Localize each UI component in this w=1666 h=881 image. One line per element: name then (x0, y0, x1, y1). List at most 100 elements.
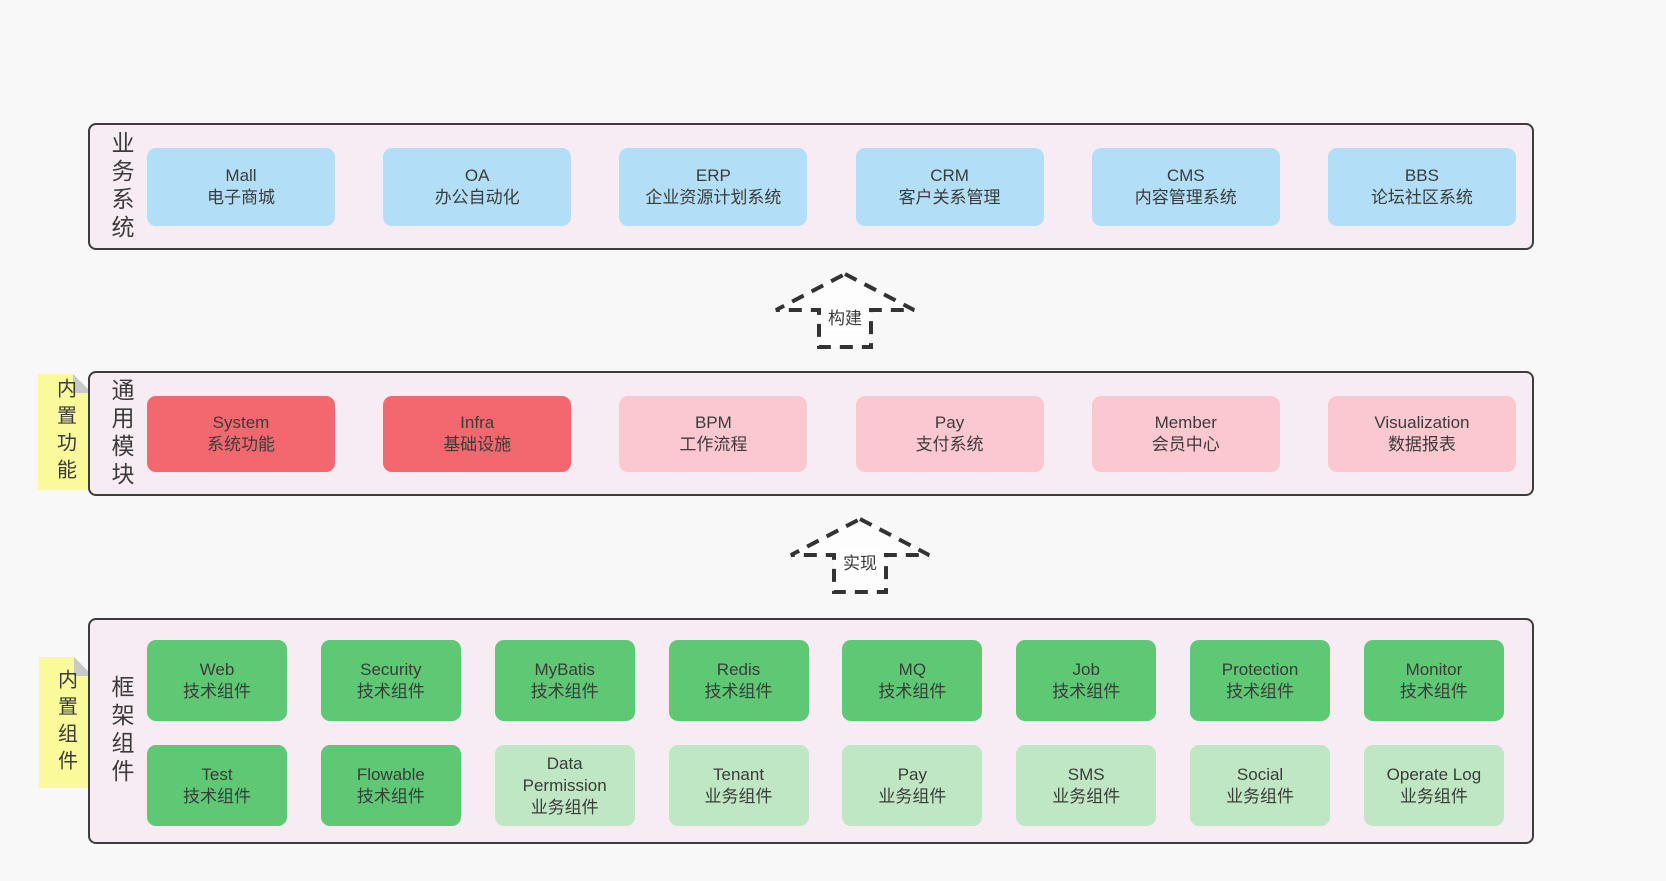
component-subtitle: 技术组件 (1399, 681, 1468, 701)
component-subtitle: 技术组件 (183, 786, 251, 806)
component-subtitle: 技术组件 (530, 681, 599, 701)
component-title: Test (201, 764, 233, 784)
component-subtitle: 客户关系管理 (898, 187, 1001, 207)
component-subtitle: 业务组件 (1226, 786, 1295, 806)
component-title: Protection (1221, 659, 1299, 679)
arrow-build-label: 构建 (824, 303, 866, 330)
component-title: Tenant (713, 764, 765, 784)
component-subtitle: 技术组件 (356, 681, 425, 701)
component-subtitle: 技术组件 (1226, 681, 1295, 701)
component-title: Social (1236, 764, 1284, 784)
panel-framework-components-label: 框架组件 (108, 675, 134, 787)
component-title: Web (199, 659, 235, 679)
component-subtitle: 工作流程 (679, 434, 748, 454)
component-title: Operate Log (1386, 764, 1482, 784)
component-subtitle: 业务组件 (704, 786, 773, 806)
panel-business-systems-label: 业务系统 (108, 130, 134, 243)
component-subtitle: 技术组件 (704, 681, 773, 701)
component-subtitle: 技术组件 (878, 681, 947, 701)
arrow-implement-label: 实现 (839, 548, 881, 575)
component-subtitle: 支付系统 (915, 434, 984, 454)
component-subtitle: 会员中心 (1151, 434, 1220, 454)
component-subtitle: 论坛社区系统 (1370, 187, 1473, 207)
component-subtitle: 企业资源计划系统 (645, 187, 782, 207)
component-title: Flowable (356, 764, 425, 784)
component-subtitle: 业务组件 (1399, 786, 1468, 806)
component-title: ERP (695, 165, 731, 185)
sticky-note-builtin-components: 内置组件 (39, 657, 93, 788)
component-subtitle: 数据报表 (1387, 434, 1456, 454)
component-title: Infra (460, 412, 495, 432)
component-subtitle: 技术组件 (1052, 681, 1121, 701)
component-subtitle: 技术组件 (356, 786, 425, 806)
component-title: Security (360, 659, 422, 679)
component-title: BPM (694, 412, 732, 432)
component-title: Pay (897, 764, 928, 784)
component-title: Visualization (1374, 412, 1470, 432)
component-subtitle: 业务组件 (878, 786, 947, 806)
component-title: Monitor (1405, 659, 1463, 679)
component-title: Mall (225, 165, 257, 185)
component-title: CMS (1166, 165, 1205, 185)
component-title: Job (1072, 659, 1100, 679)
arrow-implement: 实现 (785, 515, 935, 595)
component-title: BBS (1404, 165, 1439, 185)
component-title: Member (1154, 412, 1217, 432)
component-title: MyBatis (534, 659, 595, 679)
component-subtitle: 系统功能 (207, 434, 275, 454)
component-subtitle: 电子商城 (207, 187, 275, 207)
panel-common-modules-label: 通用模块 (108, 377, 134, 490)
arrow-build: 构建 (770, 270, 920, 350)
component-subtitle: 技术组件 (183, 681, 251, 701)
component-subtitle: 基础设施 (443, 434, 512, 454)
component-title: MQ (898, 659, 927, 679)
component-subtitle: 业务组件 (530, 797, 599, 817)
component-title: Data Permission (522, 753, 607, 795)
sticky-note-builtin-components-label: 内置组件 (54, 668, 77, 777)
sticky-note-builtin-features: 内置功能 (38, 374, 92, 490)
component-subtitle: 内容管理系统 (1134, 187, 1237, 207)
component-subtitle: 业务组件 (1052, 786, 1121, 806)
component-title: System (212, 412, 270, 432)
component-title: CRM (930, 165, 969, 185)
component-title: SMS (1067, 764, 1105, 784)
component-subtitle: 办公自动化 (434, 187, 520, 207)
component-title: OA (464, 165, 490, 185)
component-title: Redis (716, 659, 761, 679)
sticky-note-builtin-features-label: 内置功能 (53, 378, 76, 486)
